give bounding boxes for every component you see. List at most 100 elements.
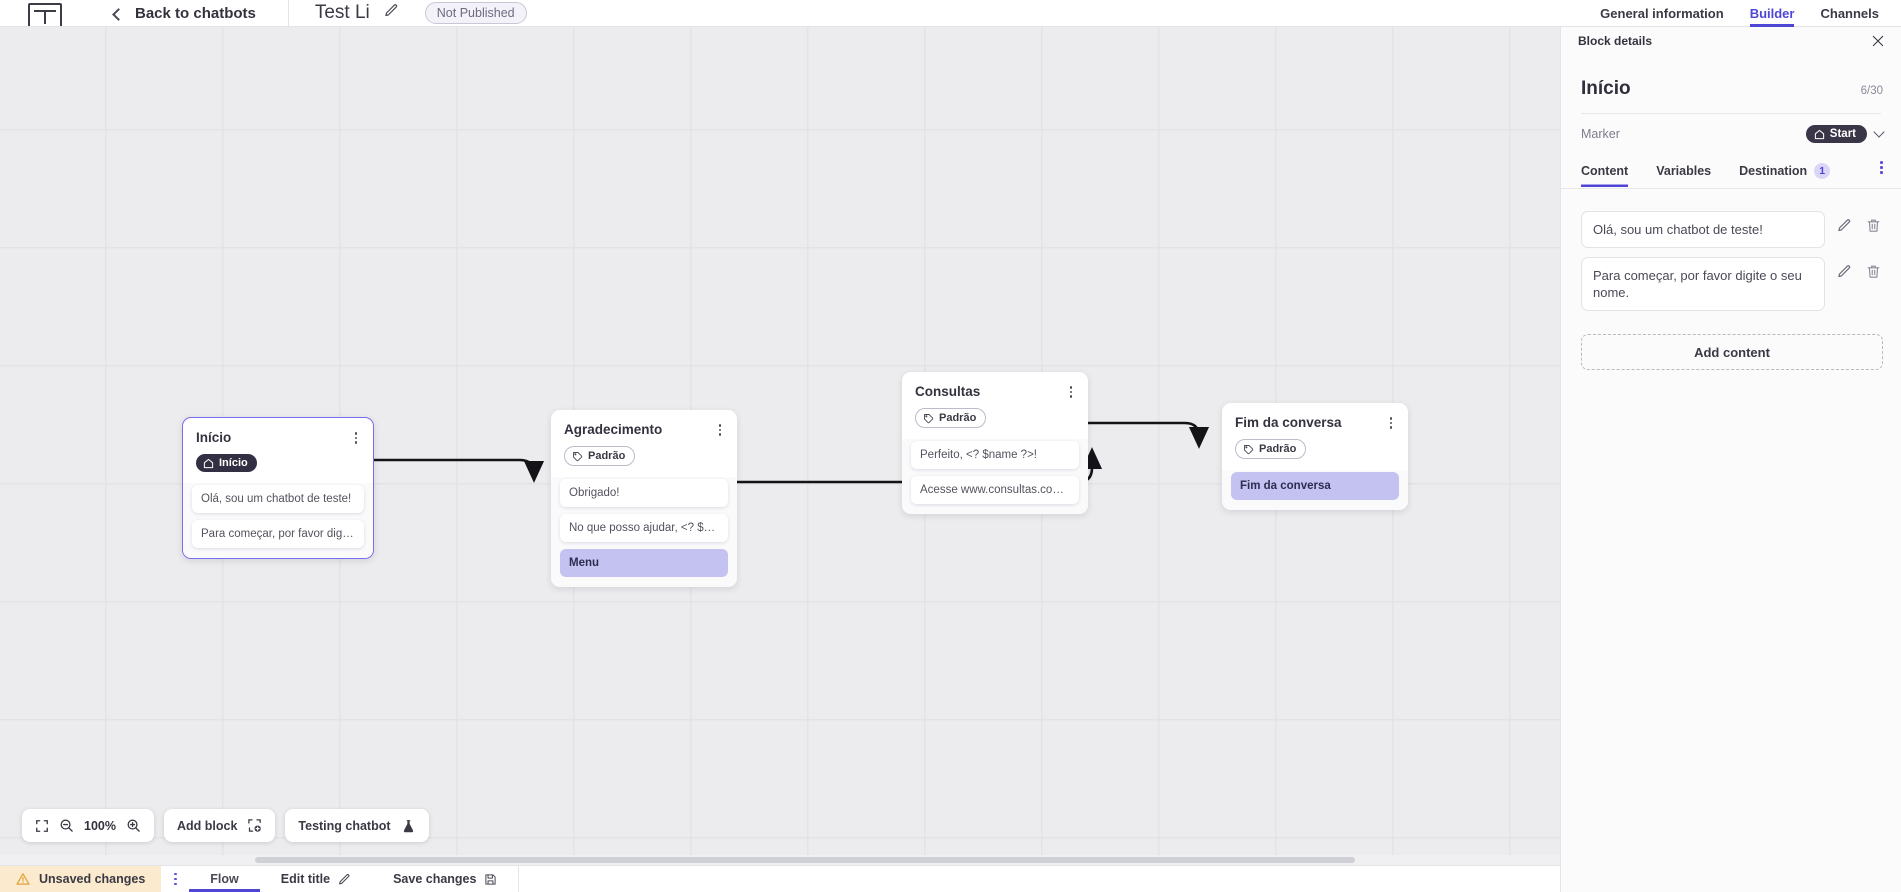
add-block-label: Add block (176, 818, 238, 833)
block-rows: Fim da conversa (1222, 470, 1408, 510)
add-block-button[interactable]: Add block (163, 809, 276, 842)
add-content-button[interactable]: Add content (1581, 334, 1883, 370)
app-logo-icon[interactable] (28, 3, 62, 26)
content-text[interactable]: Para começar, por favor digite o seu nom… (1581, 257, 1825, 311)
testing-chatbot-button[interactable]: Testing chatbot (285, 809, 429, 842)
delete-content-icon[interactable] (1864, 257, 1883, 279)
block-options-icon[interactable] (1384, 415, 1398, 431)
marker-select[interactable]: Start (1805, 125, 1885, 143)
save-disk-icon (485, 873, 497, 885)
panel-tab-label: Content (1581, 164, 1629, 178)
tab-builder[interactable]: Builder (1750, 0, 1795, 27)
content-item: Olá, sou um chatbot de teste! (1581, 211, 1883, 248)
tag-icon (573, 451, 583, 461)
panel-tab-destination[interactable]: Destination 1 (1739, 163, 1831, 188)
marker-value: Start (1829, 128, 1856, 140)
tab-channels[interactable]: Channels (1820, 5, 1879, 21)
destination-count-badge: 1 (1814, 163, 1831, 179)
content-item: Para começar, por favor digite o seu nom… (1581, 257, 1883, 311)
panel-tab-variables[interactable]: Variables (1656, 164, 1711, 187)
save-changes-button[interactable]: Save changes (372, 866, 518, 892)
publish-status-badge: Not Published (424, 2, 527, 24)
block-row[interactable]: Perfeito, <? $name ?>! (911, 441, 1079, 469)
block-tag-label: Padrão (939, 412, 977, 424)
delete-content-icon[interactable] (1864, 211, 1883, 233)
zoom-in-icon[interactable] (126, 818, 141, 833)
back-chevron-icon[interactable] (112, 7, 125, 21)
fit-screen-icon[interactable] (35, 819, 49, 833)
panel-title-row: Início 6/30 (1561, 54, 1901, 100)
zoom-controls: 100% (22, 809, 154, 842)
edit-title-button[interactable]: Edit title (260, 866, 372, 892)
close-icon[interactable] (1871, 34, 1885, 48)
block-row[interactable]: Olá, sou um chatbot de teste! (192, 485, 364, 513)
flow-block-agradecimento[interactable]: Agradecimento Padrão Obrigado! No que po… (551, 410, 737, 587)
scrollbar-thumb[interactable] (255, 857, 1355, 863)
content-list: Olá, sou um chatbot de teste! Para começ… (1561, 189, 1901, 311)
block-header: Agradecimento Padrão (551, 410, 737, 477)
add-block-icon (247, 818, 262, 833)
block-options-icon[interactable] (713, 422, 727, 438)
panel-rule (1581, 113, 1881, 114)
main-tabs: General information Builder Channels (1560, 0, 1901, 27)
block-tag-default: Padrão (915, 408, 987, 428)
tag-icon (1244, 444, 1254, 454)
status-more-options-icon[interactable] (161, 866, 189, 892)
panel-tabs: Content Variables Destination 1 (1561, 161, 1901, 189)
tag-icon (924, 413, 934, 423)
block-row[interactable]: Obrigado! (560, 479, 728, 507)
marker-pill[interactable]: Start (1805, 125, 1867, 143)
block-tag-label: Padrão (588, 450, 626, 462)
block-rows: Olá, sou um chatbot de teste! Para começ… (183, 483, 373, 558)
home-icon (203, 458, 214, 468)
block-row[interactable]: Acesse www.consultas.com par... (911, 476, 1079, 504)
edit-content-icon[interactable] (1835, 211, 1854, 233)
content-text[interactable]: Olá, sou um chatbot de teste! (1581, 211, 1825, 248)
block-tag-default: Padrão (1235, 439, 1307, 459)
flow-block-fim-da-conversa[interactable]: Fim da conversa Padrão Fim da conversa (1222, 403, 1408, 510)
panel-header-title: Block details (1578, 33, 1653, 48)
edit-title-pencil-icon[interactable] (384, 3, 399, 23)
flow-label: Flow (210, 872, 239, 886)
block-title: Consultas (915, 384, 981, 399)
top-header: Back to chatbots Test Li Not Published (0, 0, 1560, 27)
block-title: Início (196, 430, 232, 445)
block-row-menu[interactable]: Menu (560, 549, 728, 577)
flow-block-inicio[interactable]: Início Início Olá, sou um chatbot de tes… (182, 417, 374, 559)
block-options-icon[interactable] (349, 430, 363, 446)
tab-general-information[interactable]: General information (1600, 5, 1724, 21)
panel-char-count: 6/30 (1860, 85, 1883, 97)
block-row[interactable]: Fim da conversa (1231, 472, 1399, 500)
canvas-horizontal-scrollbar[interactable] (0, 855, 1560, 865)
panel-header: Block details (1561, 27, 1901, 54)
zoom-level: 100% (84, 818, 116, 833)
canvas-toolbar: 100% Add block Testing c (22, 809, 429, 842)
block-row[interactable]: No que posso ajudar, <? $name ... (560, 514, 728, 542)
edit-content-icon[interactable] (1835, 257, 1854, 279)
pencil-icon (339, 873, 350, 884)
block-title: Agradecimento (564, 422, 663, 437)
panel-more-options-icon[interactable] (1880, 161, 1883, 174)
panel-tab-content[interactable]: Content (1581, 164, 1628, 187)
flow-canvas[interactable]: Início Início Olá, sou um chatbot de tes… (0, 27, 1560, 865)
warning-triangle-icon (16, 873, 30, 885)
status-tab-flow[interactable]: Flow (189, 866, 259, 892)
flask-icon (401, 818, 416, 834)
panel-tab-label: Destination (1739, 164, 1808, 178)
block-header: Fim da conversa Padrão (1222, 403, 1408, 470)
back-to-chatbots-link[interactable]: Back to chatbots (135, 4, 256, 22)
flow-block-consultas[interactable]: Consultas Padrão Perfeito, <? $name ?>! … (902, 372, 1088, 514)
status-bar: Unsaved changes Flow Edit title Save cha… (0, 865, 1560, 892)
block-rows: Obrigado! No que posso ajudar, <? $name … (551, 477, 737, 587)
block-details-panel: Block details Início 6/30 Marker Start (1560, 27, 1901, 892)
chevron-down-icon[interactable] (1873, 126, 1885, 138)
home-icon (1814, 129, 1824, 139)
block-tag-default: Padrão (564, 446, 636, 466)
marker-label: Marker (1581, 127, 1620, 141)
testing-chatbot-label: Testing chatbot (298, 818, 391, 833)
zoom-out-icon[interactable] (59, 818, 74, 833)
block-options-icon[interactable] (1064, 384, 1078, 400)
block-tag-start: Início (196, 454, 257, 472)
block-row[interactable]: Para começar, por favor digite o ... (192, 520, 364, 548)
